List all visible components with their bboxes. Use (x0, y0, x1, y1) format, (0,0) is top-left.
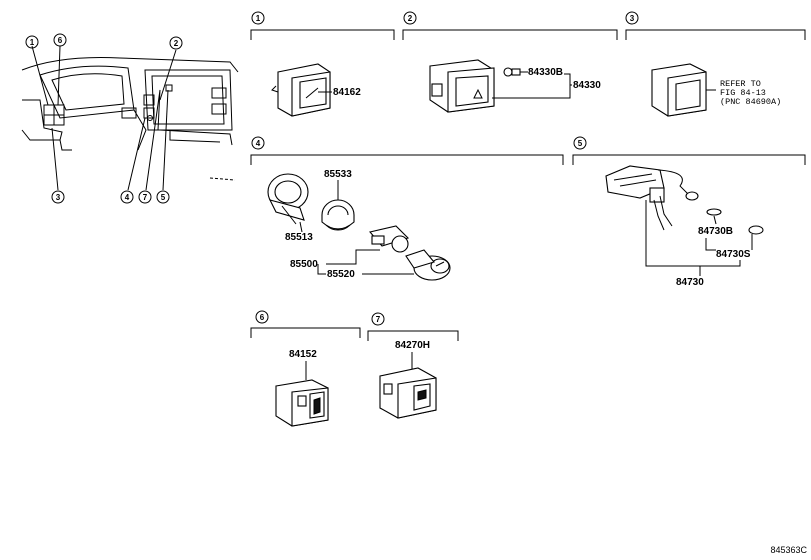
section-1: 1 84162 (250, 11, 395, 117)
part-84730B: 84730B (698, 226, 733, 237)
switch-84330-drawing (429, 59, 495, 113)
section-1-marker (251, 11, 265, 25)
part-84730S: 84730S (716, 249, 751, 260)
svg-text:5: 5 (578, 139, 583, 148)
ring-85513-drawing (267, 173, 309, 225)
svg-text:6: 6 (58, 36, 63, 45)
lighter-85500-drawing (368, 225, 410, 253)
section-5-marker (573, 136, 587, 150)
socket-84730S-drawing (748, 225, 764, 235)
section-7-bracket (367, 330, 459, 341)
section-6: 6 84152 (250, 310, 361, 427)
section-4-marker (251, 136, 265, 150)
svg-text:3: 3 (56, 193, 61, 202)
svg-text:5: 5 (161, 193, 166, 202)
callout-5: 5 (156, 190, 170, 204)
dashboard-overview: 1 6 2 3 4 7 5 (21, 33, 239, 204)
refer-note-line-2: FIG 84-13 (720, 88, 766, 98)
part-84270H: 84270H (395, 340, 430, 351)
refer-note-line-3: (PNC 84690A) (720, 97, 781, 107)
section-7-marker (371, 312, 385, 326)
section-7: 7 84270H (367, 312, 459, 419)
svg-text:1: 1 (256, 14, 261, 23)
svg-text:2: 2 (408, 14, 413, 23)
section-3-bracket (625, 29, 806, 40)
section-6-marker (255, 310, 269, 324)
part-85513: 85513 (285, 232, 313, 243)
section-4-bracket (250, 154, 564, 165)
section-1-bracket (250, 29, 395, 40)
callout-3: 3 (51, 190, 65, 204)
section-5: 5 84730B 84730S 84730 (572, 136, 806, 288)
svg-text:4: 4 (256, 139, 261, 148)
refer-note-line-1: REFER TO (720, 79, 761, 89)
section-5-bracket (572, 154, 806, 165)
figure-code: 845363C (770, 545, 807, 555)
callout-6: 6 (53, 33, 67, 47)
part-85520: 85520 (327, 269, 355, 280)
switch-84162-drawing (271, 63, 331, 117)
section-2-bracket (402, 29, 618, 40)
lighter-85520-drawing (405, 249, 451, 281)
socket-85533-drawing (321, 199, 355, 231)
harness-84730-drawing (605, 165, 699, 231)
section-2-marker (403, 11, 417, 25)
svg-text:7: 7 (143, 193, 148, 202)
part-84162: 84162 (333, 87, 361, 98)
part-84730: 84730 (676, 277, 704, 288)
svg-text:7: 7 (376, 315, 381, 324)
callout-1: 1 (25, 35, 39, 49)
section-6-bracket (250, 327, 361, 338)
part-84152: 84152 (289, 349, 317, 360)
svg-text:6: 6 (260, 313, 265, 322)
part-85533: 85533 (324, 169, 352, 180)
switch-84152-drawing (275, 379, 329, 427)
part-84330B: 84330B (528, 67, 563, 78)
switch-84270H-drawing (379, 367, 437, 419)
callout-2: 2 (169, 36, 183, 50)
svg-text:4: 4 (125, 193, 130, 202)
bulb-84730B-drawing (706, 208, 722, 216)
callout-4: 4 (120, 190, 134, 204)
part-85500: 85500 (290, 259, 318, 270)
section-3: 3 REFER TO FIG 84-13 (PNC 84690A) (625, 11, 806, 117)
svg-text:1: 1 (30, 38, 35, 47)
section-2: 2 84330B 84330 (402, 11, 618, 113)
callout-7: 7 (138, 190, 152, 204)
part-84330: 84330 (573, 80, 601, 91)
section-3-marker (625, 11, 639, 25)
section-4: 4 85513 85533 85500 (250, 136, 564, 281)
svg-text:2: 2 (174, 39, 179, 48)
switch-84690A-drawing (651, 63, 707, 117)
bulb-84330B-drawing (503, 67, 521, 77)
svg-text:3: 3 (630, 14, 635, 23)
